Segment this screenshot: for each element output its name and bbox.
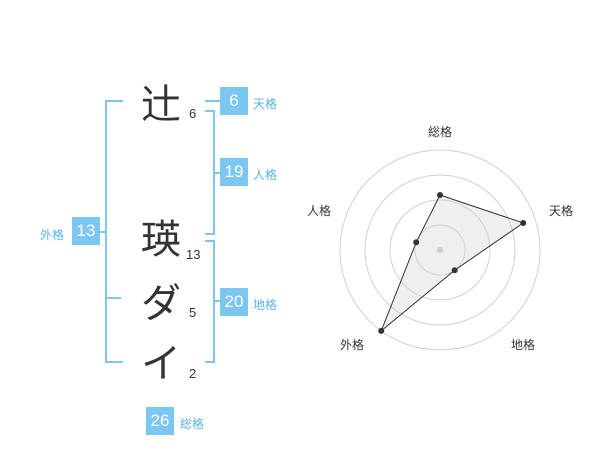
gaikaku-label: 外格: [40, 228, 65, 242]
jinkaku-connector: [215, 172, 220, 174]
name-char-2: 瑛: [141, 217, 181, 263]
jinkaku-badge: 19: [220, 158, 248, 186]
radar-point-4: [378, 327, 385, 334]
radar-axis-label-gaikaku: 外格: [340, 338, 365, 352]
radar-point-2: [520, 219, 527, 226]
soukaku-label: 総格: [180, 417, 205, 431]
jinkaku-bracket: [205, 110, 215, 235]
gaikaku-bracket: [105, 100, 123, 363]
stroke-count-4: 2: [189, 366, 197, 381]
name-char-1: 辻: [141, 82, 181, 128]
radar-axis-label-tenkaku: 天格: [549, 204, 574, 218]
radar-ring: [414, 224, 466, 276]
radar-axis-label-jinkaku: 人格: [307, 204, 332, 218]
radar-ring: [389, 199, 491, 301]
radar-axis-label-chikaku: 地格: [511, 338, 536, 352]
chikaku-bracket: [205, 240, 215, 363]
tenkaku-label: 天格: [253, 97, 278, 111]
stroke-count-1: 6: [189, 106, 197, 121]
stroke-count-3: 5: [189, 305, 197, 320]
chikaku-label: 地格: [253, 298, 278, 312]
radar-ring: [339, 149, 541, 351]
radar-center: [437, 247, 443, 253]
radar-point-5: [413, 239, 420, 246]
tenkaku-connector: [205, 100, 220, 102]
chikaku-connector: [215, 300, 220, 302]
gaikaku-badge: 13: [72, 217, 100, 245]
radar-polygon: [380, 194, 525, 332]
stroke-count-2: 13: [186, 247, 201, 262]
soukaku-badge: 26: [146, 407, 174, 435]
radar-point-1: [437, 192, 443, 198]
radar-axis-label-soukaku: 総格: [428, 125, 453, 139]
jinkaku-label: 人格: [253, 168, 278, 182]
tenkaku-badge: 6: [220, 87, 248, 115]
name-char-4: イ: [141, 341, 181, 387]
chikaku-badge: 20: [220, 288, 248, 316]
gaikaku-bracket-mid: [105, 297, 121, 299]
gaikaku-connector: [99, 231, 105, 233]
radar-chart: [339, 149, 541, 351]
name-char-3: ダ: [141, 281, 181, 327]
radar-point-3: [451, 267, 458, 274]
radar-ring: [364, 174, 516, 326]
